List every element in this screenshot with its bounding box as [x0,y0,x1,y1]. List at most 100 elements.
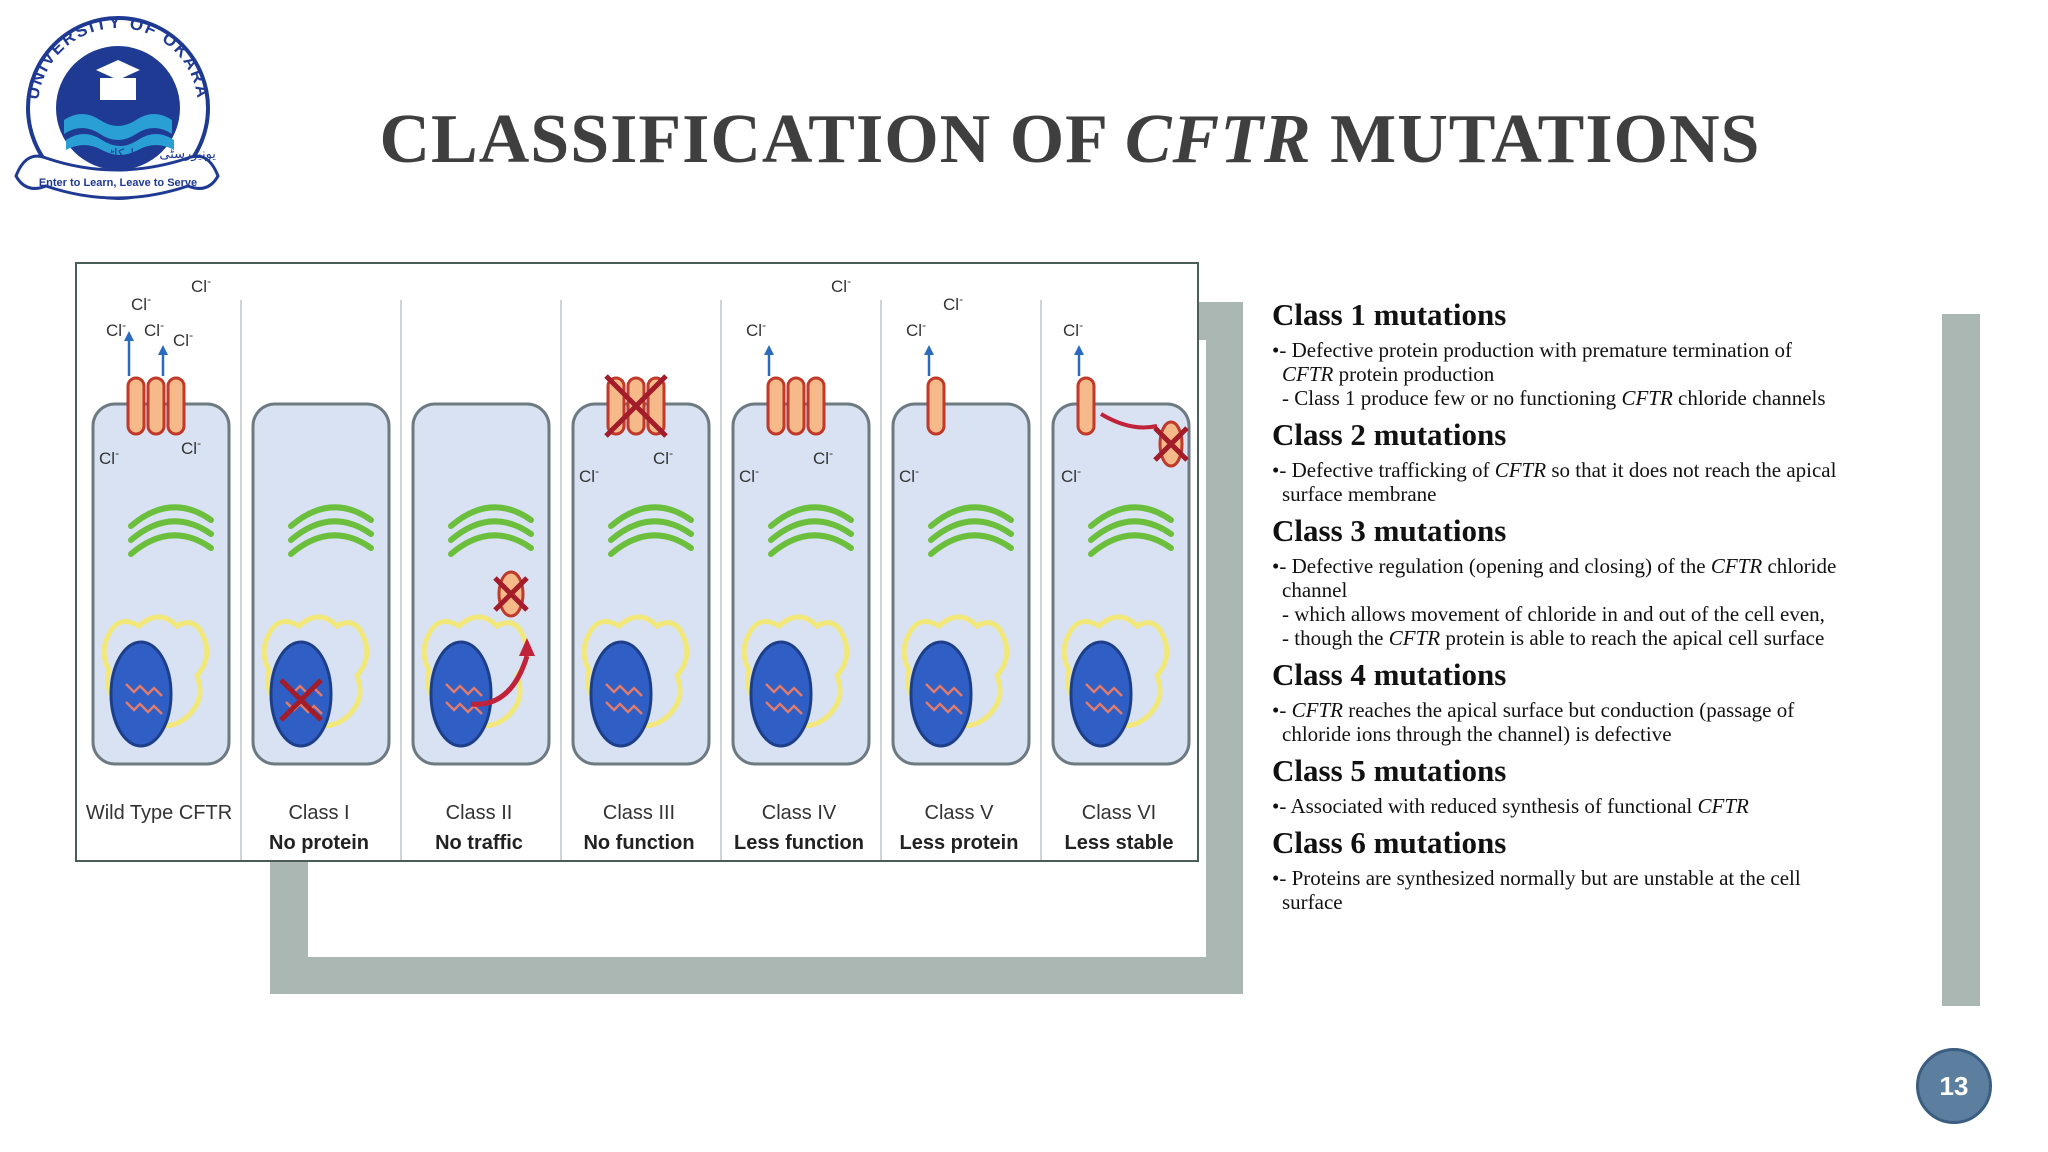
cell-class-sublabel: No protein [269,832,369,854]
description-line: chloride ions through the channel) is de… [1272,722,1932,746]
line-prefix: - [1282,626,1295,650]
cell-class-label: Class IV [762,802,837,824]
cross-mark [493,576,529,612]
chloride-ion-label: Cl- [899,464,919,486]
chloride-charge: - [189,328,193,342]
page-number-badge: 13 [1916,1048,1992,1124]
endoplasmic-reticulum [741,614,850,729]
class-description: •- Defective trafficking of CFTR so that… [1272,458,1932,506]
dna-strand [1085,701,1123,715]
golgi-apparatus [608,518,694,543]
text-segment: reaches the apical surface but conductio… [1342,698,1795,722]
chloride-ion-label: Cl- [106,318,126,340]
cross-mark [604,374,668,438]
description-line: - which allows movement of chloride in a… [1272,602,1932,626]
cftr-channel [806,376,826,436]
dna-strand [605,701,643,715]
chloride-ion-label: Cl- [1061,464,1081,486]
title-part-2: MUTATIONS [1311,101,1761,178]
dna-strand [765,701,803,715]
chloride-ion-label: Cl- [943,292,963,314]
cross-mark [1153,426,1189,462]
text-segment: protein production [1333,362,1495,386]
chloride-charge: - [595,464,599,478]
dna-strand [925,701,963,715]
line-prefix: •- [1272,338,1292,362]
text-segment: Class 1 produce few or no functioning [1294,386,1622,410]
chloride-ion-label: Cl- [746,318,766,340]
decorative-side-bar [1942,314,1980,1006]
cell-class-sublabel: Less stable [1065,832,1174,854]
line-prefix: •- [1272,554,1292,578]
gene-name: CFTR [1710,554,1763,578]
cftr-classification-figure: Cl- Cl- Cl- Cl- Cl- Cl- Cl- Wild Type CFTR Class… [75,262,1199,862]
gene-name: CFTR [1697,794,1749,818]
golgi-apparatus [448,532,534,557]
dna-strand [125,701,163,715]
misfold-arrow [470,655,530,707]
line-prefix: •- [1272,698,1292,722]
description-line: - Class 1 produce few or no functioning … [1272,386,1932,410]
chloride-ion-label: Cl- [813,446,833,468]
dna-strand [1085,683,1123,697]
class-heading: Class 1 mutations [1272,297,1507,332]
endoplasmic-reticulum [901,614,1010,729]
chloride-charge: - [669,446,673,460]
cell-class-label: Wild Type CFTR [86,802,232,824]
class-description: •- Defective regulation (opening and clo… [1272,554,1932,650]
cell-panel-1: Cl-Cl-Cl-Cl-Cl-Cl-Cl-Wild Type CFTR [86,274,232,824]
text-segment: chloride channels [1672,386,1826,410]
text-segment: Defective regulation (opening and closin… [1291,554,1711,578]
cell-class-sublabel: No traffic [435,832,523,854]
class-description: •- CFTR reaches the apical surface but c… [1272,698,1932,746]
cell-class-label: Class VI [1082,802,1156,824]
dna-strand [605,683,643,697]
mutation-classes-list: Class 1 mutations•- Defective protein pr… [1272,296,1932,920]
line-prefix: •- [1272,794,1291,818]
description-line: channel [1272,578,1932,602]
golgi-apparatus [1088,532,1174,557]
golgi-apparatus [1088,504,1174,529]
chloride-ion-label: Cl- [653,446,673,468]
cftr-channel [766,376,786,436]
golgi-apparatus [128,532,214,557]
cftr-channel [126,376,146,436]
cell-class-sublabel: Less function [734,832,864,854]
description-line: •- Proteins are synthesized normally but… [1272,866,1932,890]
dna-strand [765,683,803,697]
title-italic-part: CFTR [1124,101,1312,178]
nucleus [909,640,973,748]
cftr-channel [786,376,806,436]
text-segment: which allows movement of chloride in and… [1294,602,1825,626]
description-line: CFTR protein production [1272,362,1932,386]
description-line: •- Defective regulation (opening and clo… [1272,554,1932,578]
chloride-charge: - [122,318,126,332]
class-heading: Class 2 mutations [1272,417,1507,452]
golgi-apparatus [288,518,374,543]
golgi-apparatus [288,504,374,529]
line-prefix: •- [1272,458,1292,482]
text-segment: surface membrane [1282,482,1437,506]
text-segment: protein is able to reach the apical cell… [1440,626,1825,650]
gene-name: CFTR [1291,698,1343,722]
class-heading: Class 4 mutations [1272,657,1507,692]
arrow-head [158,345,168,355]
text-segment: though the [1294,626,1389,650]
golgi-apparatus [928,504,1014,529]
dna-strand [925,683,963,697]
chloride-ion-label: Cl- [831,274,851,296]
dna-strand [125,683,163,697]
page-number: 13 [1939,1070,1969,1101]
chloride-charge: - [755,464,759,478]
arrow-head [924,345,934,355]
golgi-apparatus [448,504,534,529]
description-line: •- Defective trafficking of CFTR so that… [1272,458,1932,482]
chloride-ion-label: Cl- [191,274,211,296]
chloride-charge: - [915,464,919,478]
chloride-charge: - [1079,318,1083,332]
